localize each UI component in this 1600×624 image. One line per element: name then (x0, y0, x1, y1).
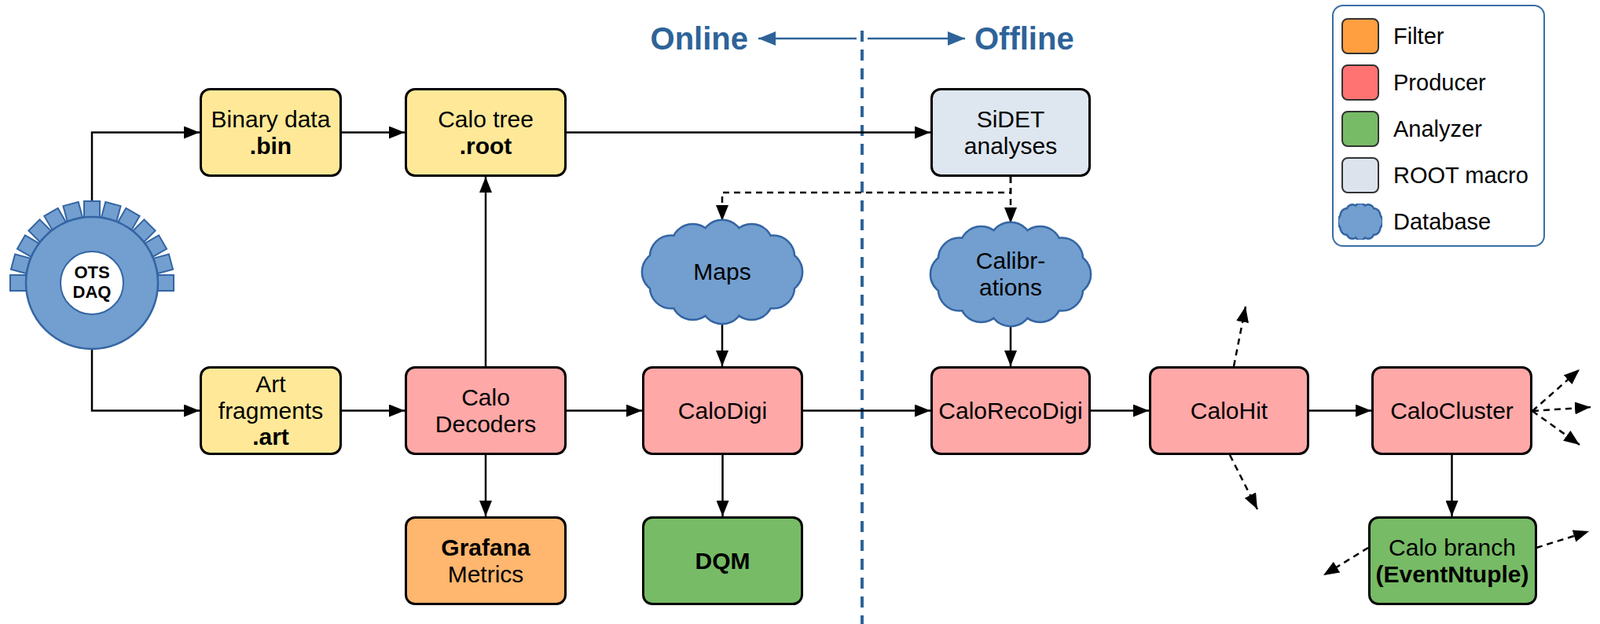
database-cloud: Calibr- ations (928, 221, 1093, 327)
output-arrow (1323, 547, 1369, 576)
legend-box: FilterProducerAnalyzerROOT macroDatabase (1332, 4, 1545, 247)
flow-arrow (91, 132, 200, 202)
flow-arrow (722, 176, 1011, 221)
node-text: (EventNtuple) (1376, 561, 1530, 588)
daq-wheel: OTS DAQ (5, 196, 179, 370)
cloud-body (661, 239, 783, 305)
node-text: DQM (695, 547, 751, 575)
flow-arrow (484, 455, 488, 517)
daq-tooth (10, 275, 26, 291)
output-arrow (1536, 531, 1589, 548)
flow-arrow (1009, 176, 1013, 224)
database-cloud: Maps (640, 219, 804, 325)
filter-box: GrafanaMetrics (404, 516, 567, 606)
daq-tooth (84, 201, 100, 217)
analyzer-box: Calo branch(EventNtuple) (1368, 516, 1538, 606)
flow-arrow (566, 131, 931, 134)
node-text: CaloRecoDigi (938, 397, 1083, 425)
node-text: CaloCluster (1390, 397, 1514, 425)
producer-box: CaloDigi (642, 366, 804, 456)
analyzer-box: DQM (642, 516, 804, 606)
node-text: CaloDigi (678, 397, 767, 425)
flow-arrow (803, 409, 931, 412)
node-text: .bin (249, 132, 292, 160)
node-text: Maps (693, 258, 751, 286)
region-label: Online (650, 21, 749, 56)
flow-arrow (1309, 409, 1372, 412)
flow-arrow (91, 348, 200, 412)
flow-arrow (1450, 455, 1454, 517)
flow-arrow (1090, 409, 1149, 412)
legend-row: Analyzer (1333, 110, 1544, 147)
output-arrow (1229, 455, 1258, 510)
legend-cloud-swatch (1338, 203, 1383, 240)
node-text: Grafana (440, 534, 530, 562)
legend-swatch (1341, 18, 1380, 55)
node-text: OTS DAQ (73, 263, 112, 302)
legend-text: Producer (1393, 69, 1487, 96)
online-offline-divider (860, 30, 864, 624)
daq-ring (25, 216, 158, 349)
daq-core (60, 251, 124, 315)
node-text: CaloHit (1190, 397, 1268, 425)
producer-box: CaloRecoDigi (930, 366, 1091, 456)
flow-arrow (341, 409, 405, 412)
flow-arrow (341, 131, 405, 134)
node-text: Calibr- ations (976, 247, 1046, 301)
legend-text: Database (1393, 209, 1491, 235)
output-arrow (1532, 411, 1580, 445)
flow-arrow (566, 409, 643, 412)
offline-arrow (867, 37, 966, 41)
flow-arrow (721, 455, 724, 517)
node-text: Art fragments (218, 370, 323, 424)
legend-swatch (1341, 110, 1380, 147)
output-arrow (1532, 369, 1580, 412)
online-arrow (758, 37, 857, 41)
output-arrow (1233, 306, 1246, 367)
cloud-body (950, 242, 1072, 307)
root-macro-box: SiDET analyses (930, 88, 1091, 177)
flow-arrow (721, 322, 724, 367)
output-arrow (1532, 407, 1591, 412)
node-text: .root (459, 132, 513, 160)
node-text: Calo branch (1388, 534, 1516, 562)
legend-swatch (1341, 157, 1380, 194)
data-file-box: Calo tree.root (404, 88, 567, 177)
node-text: Metrics (447, 561, 525, 588)
legend-row: Database (1333, 203, 1544, 240)
region-label: Offline (974, 21, 1075, 56)
daq-tooth (157, 275, 174, 291)
cloud-body (1343, 210, 1377, 233)
legend-text: Analyzer (1393, 116, 1483, 143)
data-file-box: Binary data.bin (199, 88, 342, 177)
producer-box: CaloCluster (1371, 366, 1533, 456)
node-text: SiDET analyses (964, 106, 1057, 159)
producer-box: Calo Decoders (404, 366, 567, 456)
legend-swatch (1341, 64, 1380, 101)
flow-arrow (1009, 325, 1013, 367)
flow-arrow (484, 176, 488, 367)
node-text: Binary data (211, 106, 331, 133)
legend-row: Producer (1333, 64, 1544, 101)
legend-text: ROOT macro (1393, 162, 1529, 189)
node-text: Calo Decoders (435, 384, 536, 437)
producer-box: CaloHit (1148, 366, 1310, 456)
data-file-box: Art fragments.art (199, 366, 342, 456)
node-text: Calo tree (437, 106, 534, 133)
legend-row: Filter (1333, 18, 1544, 55)
node-text: .art (252, 423, 290, 451)
legend-row: ROOT macro (1333, 157, 1544, 194)
legend-text: Filter (1393, 23, 1444, 50)
